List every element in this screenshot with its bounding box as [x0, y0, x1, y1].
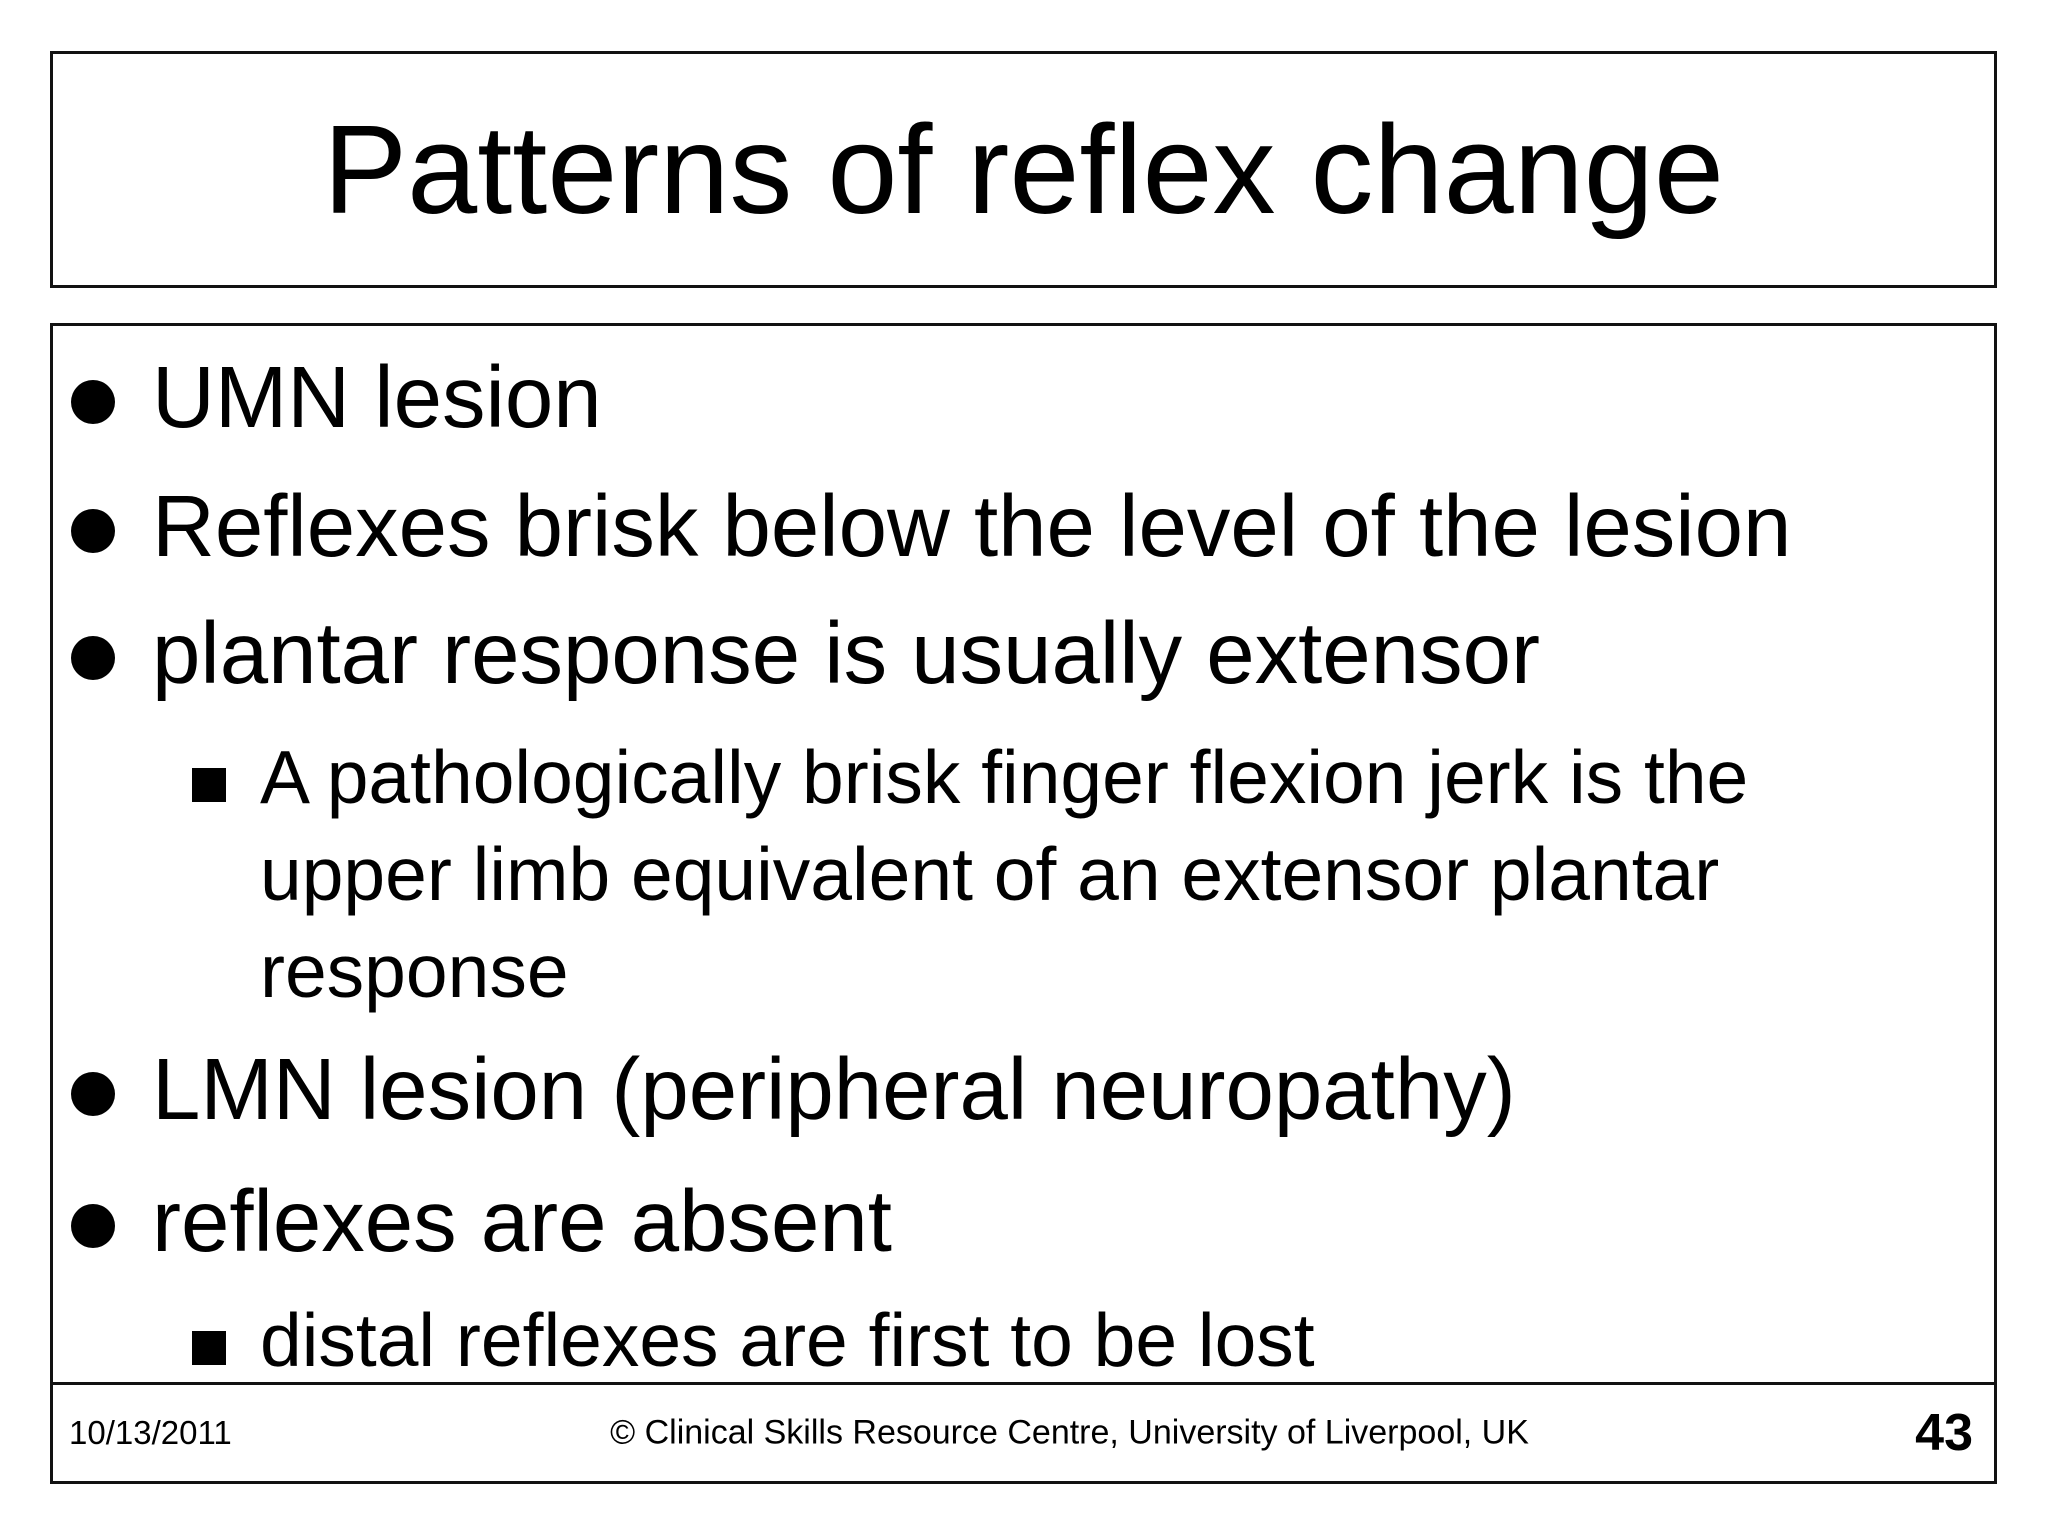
bullet-text: A pathologically brisk finger flexion je…: [260, 735, 1749, 1013]
footer-copyright: © Clinical Skills Resource Centre, Unive…: [610, 1413, 1529, 1452]
footer-date: 10/13/2011: [69, 1414, 232, 1451]
bullet-disc-icon: [71, 380, 115, 424]
bullet-item-sub: A pathologically brisk finger flexion je…: [192, 729, 1840, 1020]
bullet-text: UMN lesion: [152, 349, 602, 446]
slide-number: 43: [1915, 1404, 1973, 1462]
bullet-item: reflexes are absent: [71, 1178, 892, 1265]
bullet-text: Reflexes brisk below the level of the le…: [152, 478, 1792, 575]
bullet-disc-icon: [71, 509, 115, 553]
slide-title: Patterns of reflex change: [323, 98, 1724, 240]
slide-title-box: Patterns of reflex change: [50, 51, 1997, 288]
bullet-text: reflexes are absent: [152, 1173, 892, 1270]
bullet-text: plantar response is usually extensor: [152, 605, 1540, 702]
bullet-text: LMN lesion (peripheral neuropathy): [152, 1041, 1516, 1138]
bullet-disc-icon: [71, 1072, 115, 1116]
slide-footer-box: 10/13/2011 © Clinical Skills Resource Ce…: [50, 1382, 1997, 1484]
bullet-square-icon: [192, 768, 226, 802]
bullet-square-icon: [192, 1331, 226, 1365]
bullet-disc-icon: [71, 1204, 115, 1248]
slide-body-box: UMN lesion Reflexes brisk below the leve…: [50, 323, 1997, 1382]
bullet-item-sub: distal reflexes are first to be lost: [192, 1292, 1315, 1389]
bullet-text: distal reflexes are first to be lost: [260, 1298, 1315, 1382]
bullet-item: UMN lesion: [71, 354, 602, 441]
bullet-item: LMN lesion (peripheral neuropathy): [71, 1046, 1516, 1133]
bullet-item: Reflexes brisk below the level of the le…: [71, 483, 1791, 570]
bullet-list: UMN lesion Reflexes brisk below the leve…: [53, 326, 1994, 1382]
bullet-disc-icon: [71, 636, 115, 680]
bullet-item: plantar response is usually extensor: [71, 610, 1540, 697]
